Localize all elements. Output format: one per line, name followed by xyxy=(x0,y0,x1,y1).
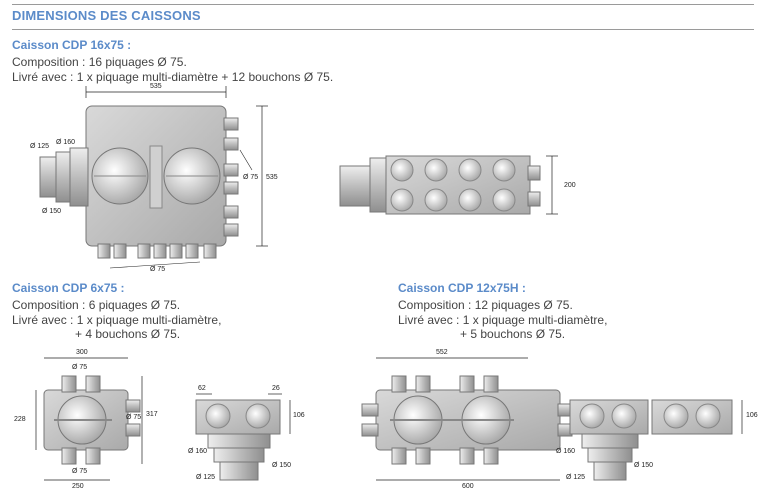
cdp6-delivered-caps: + 4 bouchons Ø 75. xyxy=(75,327,181,341)
cdp16-composition: Composition : 16 piquages Ø 75. xyxy=(12,55,187,69)
cdp12-width-label: 552 xyxy=(436,349,448,356)
cdp6-base-label: 250 xyxy=(72,483,84,490)
page-title: DIMENSIONS DES CAISSONS xyxy=(12,8,201,23)
cdp6-height-label: 228 xyxy=(14,416,26,423)
cdp6-side-106-label: 106 xyxy=(293,412,305,419)
cdp16-delivered: Livré avec : 1 x piquage multi-diamètre … xyxy=(12,70,334,84)
cdp6-d75-bottom-label: Ø 75 xyxy=(72,468,88,475)
cdp6-d75-top-label: Ø 75 xyxy=(72,364,88,371)
cdp12-base-label: 600 xyxy=(462,483,474,490)
cdp6-d160-label: Ø 160 xyxy=(188,448,208,455)
cdp6-d75-right-label: Ø 75 xyxy=(126,414,142,421)
cdp12-d150-label: Ø 150 xyxy=(634,462,654,469)
cdp6-title: Caisson CDP 6x75 : xyxy=(12,281,125,295)
cdp12-delivered: Livré avec : 1 x piquage multi-diamètre, xyxy=(398,313,608,327)
cdp16-d75-right-label: Ø 75 xyxy=(243,174,259,181)
cdp12-side-106-label: 106 xyxy=(746,412,758,419)
title-rule xyxy=(12,29,754,30)
cdp16-height-label: 535 xyxy=(266,174,278,181)
cdp16-d75-bottom-label: Ø 75 xyxy=(150,266,166,273)
cdp6-width-label: 300 xyxy=(76,349,88,356)
cdp16-title: Caisson CDP 16x75 : xyxy=(12,38,132,52)
cdp16-d160-label: Ø 160 xyxy=(56,139,76,146)
cdp6-depth-label: 317 xyxy=(146,411,158,418)
cdp6-d150-label: Ø 150 xyxy=(272,462,292,469)
cdp12-delivered-caps: + 5 bouchons Ø 75. xyxy=(460,327,566,341)
cdp6-side-26-label: 26 xyxy=(272,385,280,392)
cdp12-title: Caisson CDP 12x75H : xyxy=(398,281,526,295)
cdp6-composition: Composition : 6 piquages Ø 75. xyxy=(12,298,181,312)
cdp6-side-62-label: 62 xyxy=(198,385,206,392)
top-rule xyxy=(12,4,754,5)
cdp12-d125-label: Ø 125 xyxy=(566,474,586,481)
cdp12-composition: Composition : 12 piquages Ø 75. xyxy=(398,298,573,312)
cdp6-delivered: Livré avec : 1 x piquage multi-diamètre, xyxy=(12,313,222,327)
cdp16-width-label: 535 xyxy=(150,83,162,90)
cdp12-d160-label: Ø 160 xyxy=(556,448,576,455)
cdp16-d125-label: Ø 125 xyxy=(30,143,50,150)
cdp16-d150-label: Ø 150 xyxy=(42,208,62,215)
cdp16-side-height-label: 200 xyxy=(564,182,576,189)
cdp6-d125-label: Ø 125 xyxy=(196,474,216,481)
